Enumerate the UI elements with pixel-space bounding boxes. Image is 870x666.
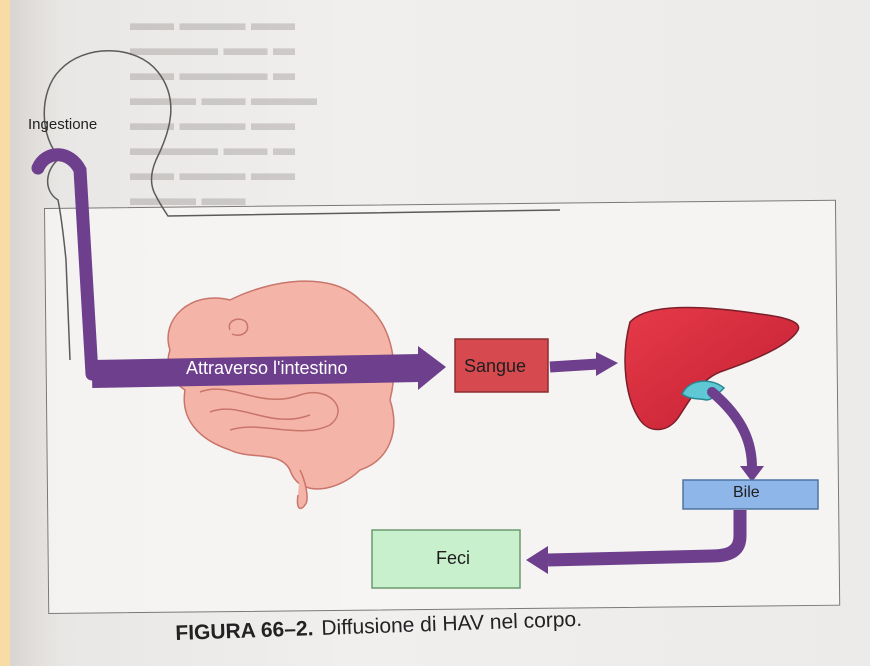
neck-line <box>48 158 70 360</box>
intestine-label: Attraverso l'intestino <box>186 358 348 379</box>
bile-label: Bile <box>733 484 760 502</box>
blood-label: Sangue <box>464 356 526 377</box>
head-silhouette <box>44 51 560 216</box>
feces-label: Feci <box>436 548 470 569</box>
figure-number: FIGURA 66–2. <box>175 617 314 645</box>
intestine <box>168 281 394 508</box>
ingestion-arrow <box>38 155 92 374</box>
liver <box>625 308 799 430</box>
blood-to-liver-arrow <box>550 352 618 376</box>
bile-to-feces-arrow <box>526 510 740 574</box>
liver-to-bile-arrow <box>712 392 764 482</box>
ingestion-label: Ingestione <box>28 116 97 133</box>
